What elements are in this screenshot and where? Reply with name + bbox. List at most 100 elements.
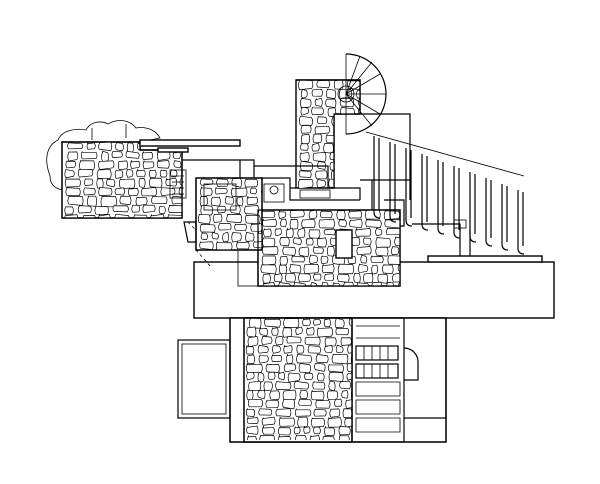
stone — [271, 353, 283, 362]
stone — [64, 169, 75, 179]
stone — [299, 389, 308, 400]
stone — [168, 205, 182, 213]
stone — [324, 344, 333, 354]
stone — [150, 213, 165, 218]
stone — [316, 116, 328, 124]
stone — [114, 213, 130, 218]
stone — [263, 228, 272, 237]
stone — [179, 177, 182, 186]
canopy-fin — [501, 184, 509, 251]
canopy-fin — [453, 166, 461, 239]
stone — [114, 169, 124, 179]
stone — [331, 116, 342, 126]
stone — [299, 143, 309, 151]
stone — [311, 88, 323, 97]
stone — [138, 178, 146, 188]
stone — [200, 232, 208, 241]
stone — [312, 381, 326, 390]
stone — [261, 416, 276, 426]
stone — [298, 80, 314, 91]
stone — [324, 426, 335, 437]
stone — [313, 272, 322, 281]
stone — [327, 417, 342, 428]
stone — [316, 80, 330, 89]
stone — [105, 178, 116, 188]
stone — [291, 254, 305, 263]
stone — [289, 264, 302, 274]
stone — [126, 168, 134, 178]
stone — [136, 169, 146, 178]
stone — [293, 426, 301, 435]
stone — [375, 246, 389, 257]
stone — [338, 219, 347, 228]
stone — [167, 214, 182, 218]
stone — [318, 218, 335, 229]
stone — [348, 318, 352, 326]
side-panels — [177, 318, 447, 419]
interior-partitions — [169, 159, 410, 267]
stone — [298, 398, 312, 407]
stone — [261, 178, 262, 187]
stone — [111, 151, 123, 158]
stone — [309, 435, 320, 440]
stone — [327, 390, 339, 401]
stone — [263, 381, 273, 391]
stone — [298, 273, 311, 283]
stone — [67, 196, 84, 206]
stone — [279, 237, 290, 247]
stone — [273, 273, 283, 283]
stone — [356, 90, 360, 99]
tree-outline — [46, 120, 161, 191]
stone — [283, 318, 300, 329]
stone — [211, 231, 219, 240]
stone — [377, 273, 388, 284]
stone — [341, 390, 349, 399]
west-stone-wing — [46, 120, 183, 219]
stone — [94, 206, 109, 215]
stone — [199, 241, 214, 250]
stone — [151, 196, 168, 205]
stone — [338, 434, 350, 440]
stone — [317, 236, 327, 248]
stone — [249, 187, 257, 195]
stone — [246, 416, 259, 424]
stone — [295, 434, 307, 440]
stone — [296, 354, 312, 364]
stone — [274, 227, 282, 237]
stone — [160, 187, 176, 196]
stone — [197, 213, 211, 225]
stone — [275, 335, 284, 346]
stone — [385, 227, 400, 236]
stone — [64, 206, 74, 215]
stone — [231, 178, 242, 188]
stone — [279, 218, 287, 228]
stone — [349, 218, 363, 229]
stone — [289, 219, 299, 230]
stone — [98, 214, 111, 218]
stone — [119, 195, 132, 205]
stone — [222, 231, 230, 243]
stone — [262, 218, 277, 227]
stone — [269, 390, 280, 400]
stone — [360, 254, 368, 264]
stone — [259, 327, 268, 337]
stone — [299, 152, 310, 162]
stone — [170, 169, 178, 178]
stone — [264, 318, 281, 328]
stone — [247, 398, 264, 408]
canopy-fin — [421, 154, 429, 231]
stone — [278, 427, 291, 436]
stone — [308, 229, 321, 239]
stone — [200, 204, 214, 216]
stone — [248, 380, 262, 391]
stone — [315, 354, 329, 363]
stone — [302, 318, 311, 326]
stone — [327, 364, 344, 373]
stone — [115, 142, 124, 152]
stone — [311, 417, 325, 428]
stone — [216, 178, 229, 187]
south-stone-wing — [229, 317, 447, 443]
stone — [98, 142, 113, 152]
stone — [300, 88, 308, 99]
